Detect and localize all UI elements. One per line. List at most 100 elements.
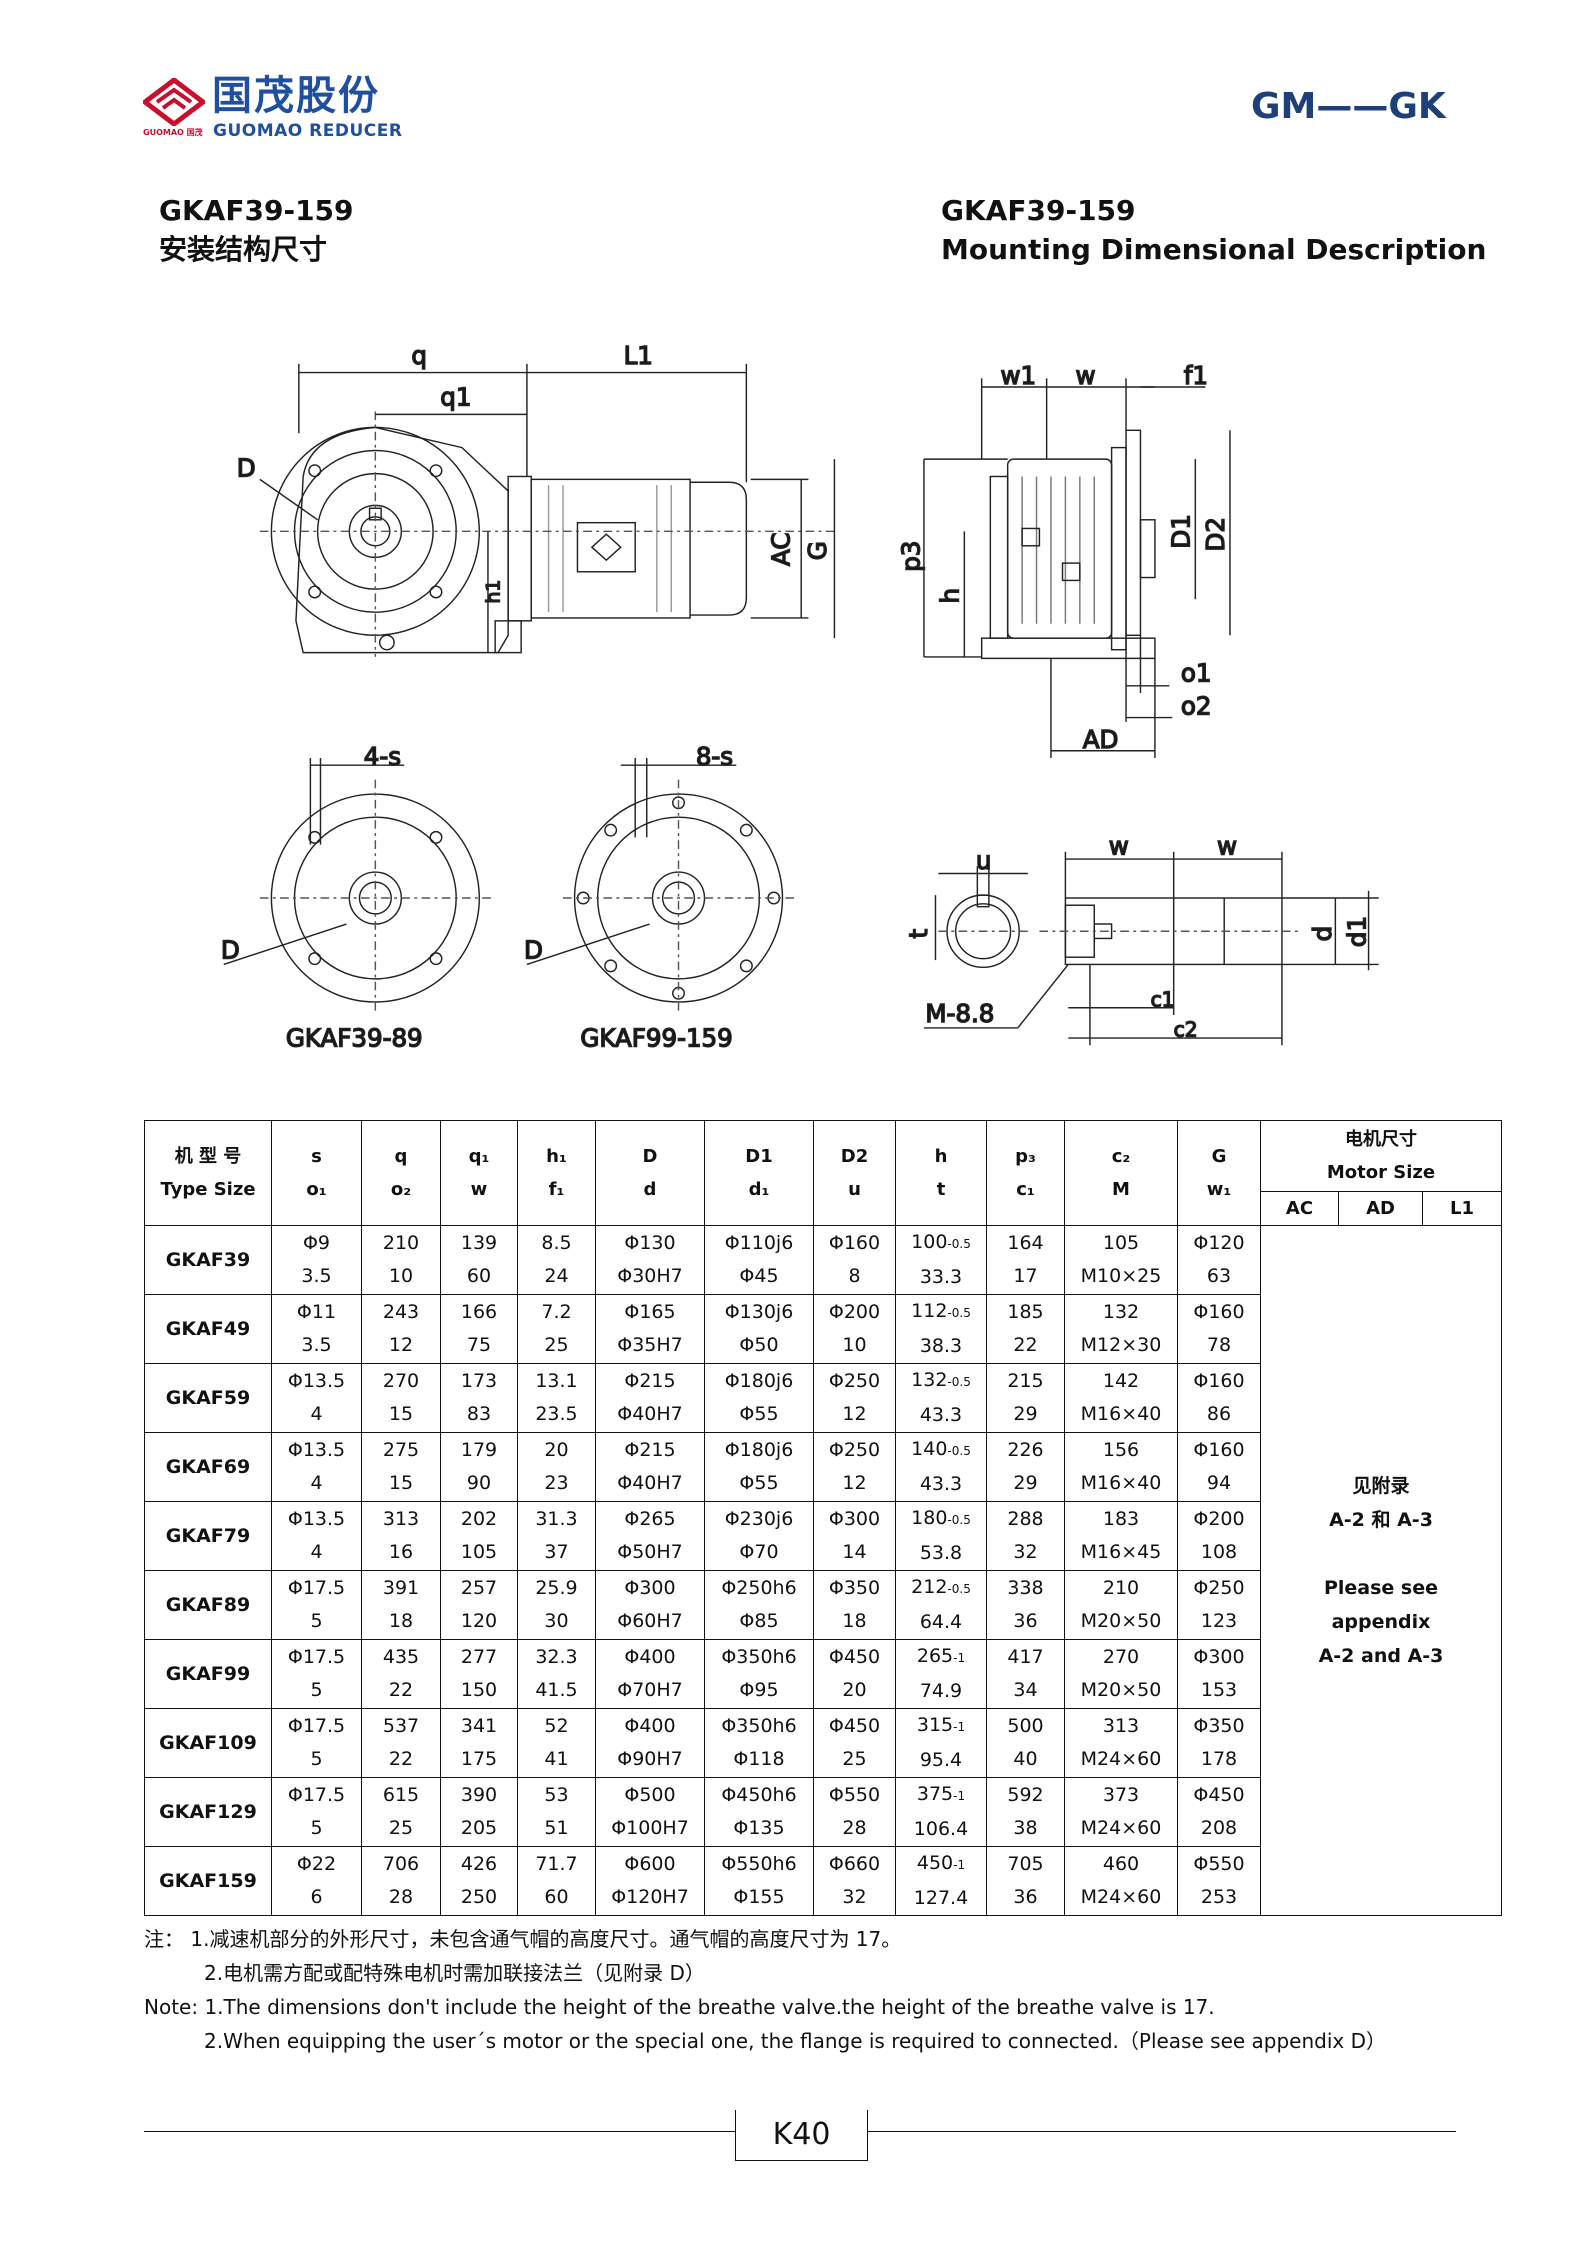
value-bottom: M20×50 — [1080, 1610, 1162, 1632]
value-top: 450-1 — [896, 1847, 986, 1882]
value-bottom: 175 — [460, 1748, 498, 1770]
value-bottom: Φ85 — [739, 1610, 779, 1632]
value-bottom: 94 — [1206, 1472, 1232, 1494]
value-bottom: 33.3 — [919, 1266, 963, 1288]
value-top: Φ550 — [1193, 1853, 1245, 1875]
value-bottom: 60 — [544, 1886, 569, 1908]
value-bottom: 3.5 — [301, 1334, 332, 1356]
value-bottom: 25 — [842, 1748, 867, 1770]
value-top: 166 — [460, 1301, 498, 1323]
value-top: 164 — [1007, 1232, 1044, 1254]
tolerance: -0.5 — [947, 1237, 971, 1251]
value-top: Φ17.5 — [287, 1577, 346, 1599]
value-top: 132 — [1102, 1301, 1140, 1323]
value-bottom: 25 — [388, 1817, 414, 1839]
label-w-right: w — [1217, 832, 1237, 861]
value-bottom: 10 — [842, 1334, 867, 1356]
label-L1: L1 — [624, 341, 653, 370]
value-bottom: 205 — [460, 1817, 498, 1839]
header-col-top: D — [642, 1146, 658, 1167]
value-bottom: 41 — [544, 1748, 569, 1770]
value-top: 180-0.5 — [896, 1502, 986, 1537]
flange-8-bolt — [526, 757, 794, 1011]
value-top: 500 — [1007, 1715, 1044, 1737]
value-bottom: 5 — [310, 1817, 323, 1839]
value-cell: 615 25 — [361, 1777, 441, 1847]
tolerance: -1 — [953, 1651, 966, 1665]
value-top: 373 — [1102, 1784, 1140, 1806]
value-top: Φ600 — [624, 1853, 676, 1875]
value-top: 156 — [1102, 1439, 1140, 1461]
note-cn-1: 注： 1.减速机部分的外形尺寸，未包含通气帽的高度尺寸。通气帽的高度尺寸为 17… — [144, 1927, 902, 1951]
header-col-bottom: d₁ — [748, 1179, 770, 1200]
value-bottom: 150 — [460, 1679, 498, 1701]
value-h: 315 — [916, 1714, 954, 1736]
value-bottom: 153 — [1200, 1679, 1238, 1701]
header-col-top: s — [311, 1146, 322, 1167]
label-t: t — [904, 928, 933, 938]
hollow-shaft-detail — [923, 851, 1379, 1046]
header-col-top: q₁ — [468, 1146, 490, 1167]
value-bottom: 253 — [1200, 1886, 1238, 1908]
value-cell: Φ550 253 — [1177, 1846, 1261, 1916]
value-top: 615 — [382, 1784, 420, 1806]
type-size-cell: GKAF129 — [144, 1777, 272, 1847]
header-col-top: D2 — [840, 1146, 869, 1167]
value-bottom: Φ50 — [739, 1334, 779, 1356]
value-top: Φ350h6 — [721, 1646, 797, 1668]
value-top: 179 — [460, 1439, 498, 1461]
label-o1: o1 — [1181, 658, 1212, 687]
value-bottom: 120 — [460, 1610, 498, 1632]
value-bottom: Φ70H7 — [617, 1679, 683, 1701]
label-w1: w1 — [1000, 361, 1036, 390]
value-bottom: 29 — [1013, 1472, 1038, 1494]
value-top: Φ165 — [624, 1301, 676, 1323]
value-top: 338 — [1007, 1577, 1044, 1599]
note-cn-2: 2.电机需方配或配特殊电机时需加联接法兰（见附录 D） — [204, 1961, 705, 1985]
value-bottom: 6 — [310, 1886, 323, 1908]
value-top: Φ250 — [1193, 1577, 1245, 1599]
label-q: q — [411, 341, 427, 370]
value-top: Φ180j6 — [724, 1439, 794, 1461]
tolerance: -1 — [953, 1789, 966, 1803]
value-bottom: M10×25 — [1080, 1265, 1162, 1287]
label-d: d — [1308, 926, 1337, 942]
value-top: 435 — [382, 1646, 420, 1668]
type-size-cell: GKAF69 — [144, 1432, 272, 1502]
header-motor-col: AC — [1260, 1191, 1339, 1226]
value-top: 277 — [460, 1646, 498, 1668]
value-bottom: Φ50H7 — [617, 1541, 683, 1563]
